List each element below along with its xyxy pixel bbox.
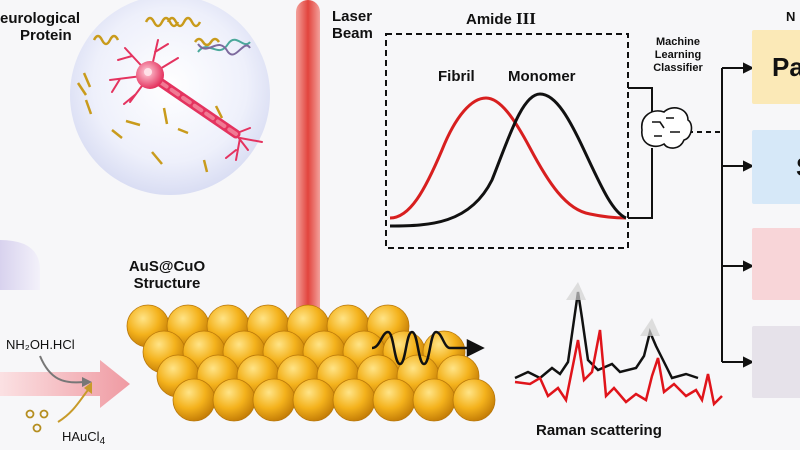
reagent-arrow-2 bbox=[57, 389, 89, 423]
output-box-1: Pa bbox=[752, 30, 800, 104]
laser-line2: Beam bbox=[332, 25, 373, 42]
protein-fibril-icon bbox=[76, 16, 224, 173]
brain-circuit-icon bbox=[641, 107, 693, 149]
gold-sphere bbox=[332, 378, 376, 422]
ml-connector bbox=[628, 68, 723, 362]
reagent-haucl4-main: HAuCl bbox=[62, 429, 100, 444]
gold-sphere bbox=[452, 378, 496, 422]
aus-line2: Structure bbox=[133, 275, 201, 292]
reagent-nh2oh: NH₂OH.HCl bbox=[6, 337, 75, 352]
ml-classifier-label: Machine Learning Classifier bbox=[638, 36, 718, 75]
aus-structure-label: AuS@CuO Structure bbox=[112, 258, 222, 292]
ml-line3: Classifier bbox=[653, 62, 703, 74]
gold-sphere bbox=[412, 378, 456, 422]
fibril-label: Fibril bbox=[438, 68, 475, 85]
amide-prefix: Amide bbox=[466, 11, 512, 28]
reagent-haucl4-sub: 4 bbox=[99, 436, 106, 447]
reagent-haucl4: HAuCl4 bbox=[62, 428, 105, 450]
n-partial-label: N bbox=[786, 9, 796, 24]
synthesis-arrow bbox=[0, 360, 130, 408]
dna-helix-icon bbox=[197, 38, 251, 56]
amide-dashed-box bbox=[385, 33, 629, 249]
output-box-4 bbox=[752, 326, 800, 398]
gold-sphere bbox=[292, 378, 336, 422]
gold-sphere bbox=[172, 378, 216, 422]
laser-beam-label: Laser Beam bbox=[332, 8, 373, 42]
fibril-curve bbox=[389, 96, 627, 220]
protein-bubble bbox=[70, 0, 270, 195]
gold-sphere bbox=[372, 378, 416, 422]
gold-sphere bbox=[252, 378, 296, 422]
output-box-2-label: S bbox=[796, 152, 800, 183]
neurological-protein-label: eurological Protein bbox=[0, 10, 80, 44]
output-box-1-label: Pa bbox=[772, 52, 800, 82]
raman-scattering-label: Raman scattering bbox=[536, 422, 662, 439]
aus-line1: AuS@CuO bbox=[128, 258, 206, 275]
amide-title: Amide III bbox=[466, 10, 536, 28]
laser-line1: Laser bbox=[332, 8, 373, 25]
raman-black-spectrum bbox=[514, 291, 699, 380]
raman-red-spectrum bbox=[514, 329, 723, 407]
ml-line1: Machine bbox=[655, 36, 700, 48]
reagent-arrow-1 bbox=[39, 355, 85, 384]
amide-roman: III bbox=[516, 9, 536, 28]
output-box-3 bbox=[752, 228, 800, 300]
monomer-label: Monomer bbox=[508, 68, 576, 85]
ml-line2: Learning bbox=[654, 49, 702, 61]
gold-sphere-lattice bbox=[126, 304, 496, 422]
output-arrows bbox=[722, 62, 755, 368]
gold-sphere bbox=[212, 378, 256, 422]
left-purple-shape bbox=[0, 240, 40, 290]
monomer-curve bbox=[389, 92, 627, 228]
gold-ion-dots bbox=[25, 409, 49, 433]
neuron-icon bbox=[109, 39, 263, 161]
neuro-line1: eurological bbox=[0, 10, 81, 27]
output-box-2: S bbox=[752, 130, 800, 204]
laser-beam bbox=[296, 0, 320, 350]
wave-arrow-icon bbox=[371, 330, 485, 366]
neuro-line2: Protein bbox=[20, 27, 72, 44]
